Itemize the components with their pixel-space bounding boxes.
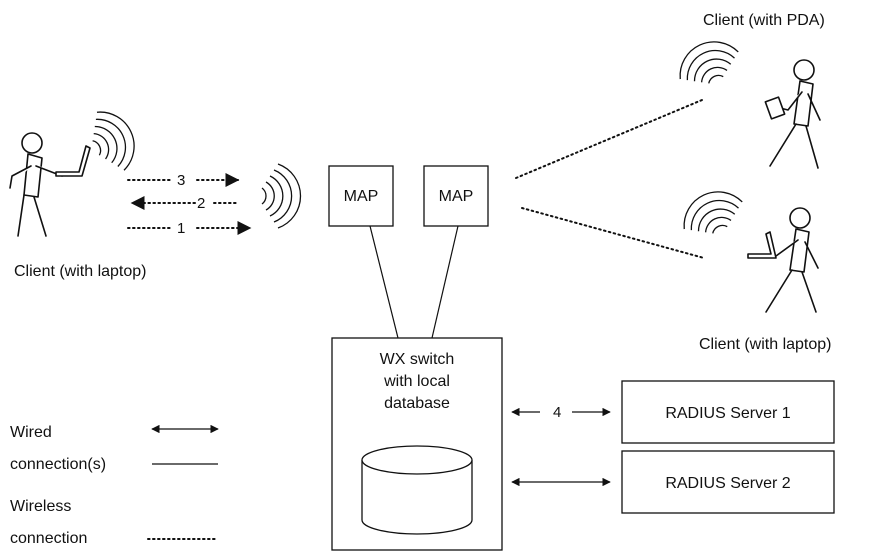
wx-switch-label-line1: WX switch bbox=[380, 351, 455, 368]
step-4-label: 4 bbox=[553, 404, 561, 421]
client-pda-figure bbox=[670, 30, 821, 169]
wx-switch-label-line2: with local bbox=[383, 373, 450, 390]
client-laptop-left-figure bbox=[9, 102, 146, 237]
map-2-box bbox=[423, 165, 489, 227]
client-laptop-left-label: Client (with laptop) bbox=[14, 263, 147, 280]
client-laptop-right-label: Client (with laptop) bbox=[699, 336, 832, 353]
step-3-label: 3 bbox=[177, 172, 185, 189]
client-laptop-right-figure bbox=[674, 180, 819, 313]
legend-wireless-line1: Wireless bbox=[10, 498, 71, 515]
wireless-link-laptop-right bbox=[521, 207, 705, 259]
wireless-link-pda bbox=[515, 99, 703, 179]
legend: Wired connection(s) Wireless connection bbox=[10, 424, 219, 547]
map-1-label: MAP bbox=[344, 188, 379, 205]
radius-server-1-box bbox=[621, 380, 835, 444]
step-2-label: 2 bbox=[197, 195, 205, 212]
pda-wireless-signal-icon bbox=[670, 30, 746, 95]
map-2-label: MAP bbox=[439, 188, 474, 205]
radius-server-1-label: RADIUS Server 1 bbox=[665, 405, 790, 422]
map-wireless-signal-icon bbox=[261, 163, 302, 229]
database-icon bbox=[361, 445, 473, 535]
radius-server-2-label: RADIUS Server 2 bbox=[665, 475, 790, 492]
wired-link-map-1 bbox=[369, 225, 399, 339]
sequence-arrows: 3 2 1 bbox=[127, 172, 252, 237]
wx-switch-label-line3: database bbox=[384, 395, 450, 412]
radius-server-2-box bbox=[621, 450, 835, 514]
wired-link-map-2 bbox=[431, 225, 459, 339]
legend-wired-line2: connection(s) bbox=[10, 456, 106, 473]
legend-wireless-line2: connection bbox=[10, 530, 87, 547]
wireless-signal-icon bbox=[81, 102, 146, 178]
map-1-box bbox=[328, 165, 394, 227]
client-pda-label: Client (with PDA) bbox=[703, 12, 825, 29]
legend-wired-line1: Wired bbox=[10, 424, 52, 441]
laptop-right-wireless-signal-icon bbox=[674, 180, 750, 245]
step-1-label: 1 bbox=[177, 220, 185, 237]
